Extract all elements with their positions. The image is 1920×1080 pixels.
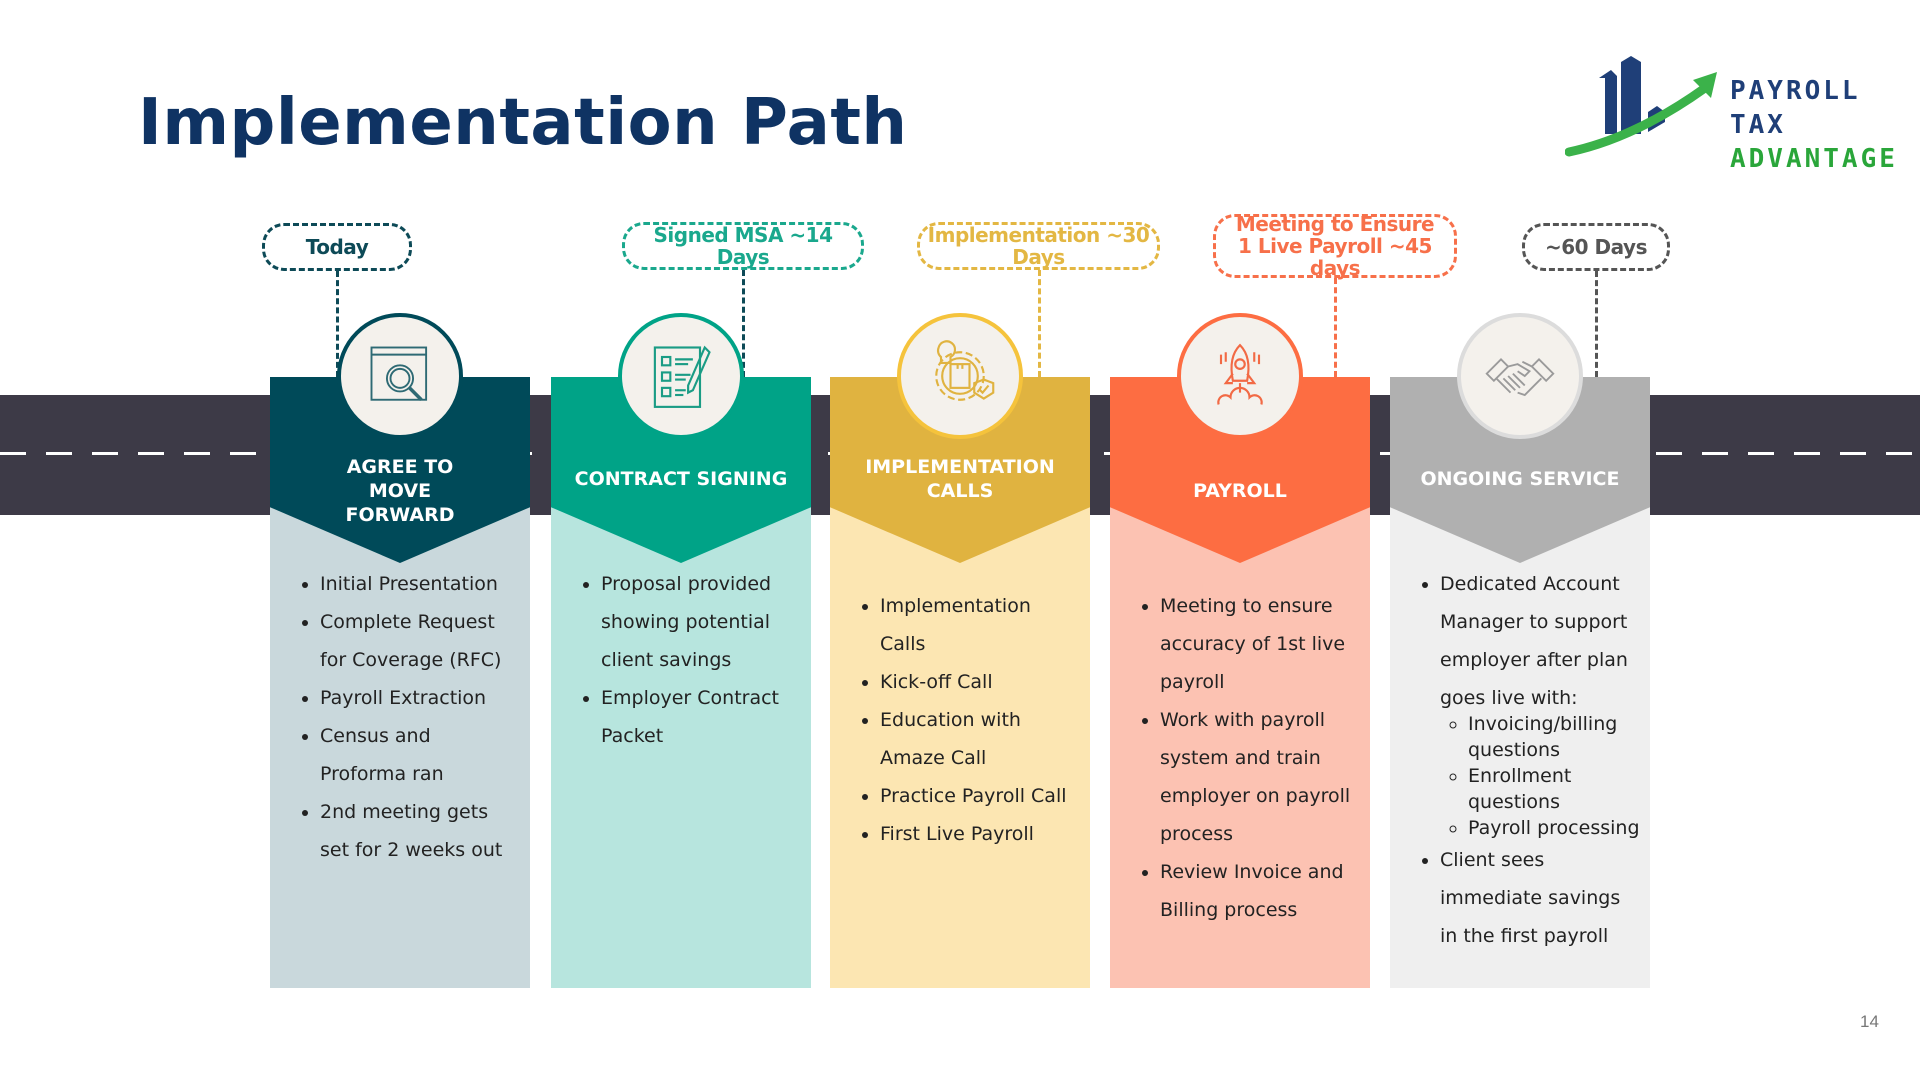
step-card-ongoing: ONGOING SERVICE Dedicated Account Manage… <box>1390 313 1650 988</box>
step-title: AGREE TO MOVE FORWARD <box>345 456 455 526</box>
milestone-connector-3 <box>1038 270 1041 377</box>
step-item: Education with Amaze Call <box>880 701 1080 777</box>
checklist-pen-icon <box>653 345 711 408</box>
step-body <box>551 507 811 988</box>
step-items: Meeting to ensure accuracy of 1st live p… <box>1138 587 1360 929</box>
milestone-connector-1 <box>336 271 339 377</box>
step-item: 2nd meeting gets set for 2 weeks out <box>320 793 520 869</box>
step-title: IMPLEMENTATION CALLS <box>865 456 1055 502</box>
step-icon-circle <box>897 313 1023 439</box>
step-item: Employer Contract Packet <box>601 679 791 755</box>
step-item: Client sees immediate savings in the fir… <box>1440 841 1640 955</box>
company-logo: PAYROLL TAX ADVANTAGE <box>1565 52 1905 174</box>
step-card-payroll: PAYROLL Meeting to ensure accuracy of 1s… <box>1110 313 1370 988</box>
step-items: Initial Presentation Complete Request fo… <box>298 565 520 869</box>
step-body <box>1390 507 1650 988</box>
milestone-label: Meeting to Ensure 1 Live Payroll ~45 day… <box>1235 212 1435 280</box>
step-subitem: Enrollment questions <box>1468 763 1640 815</box>
milestone-label: Signed MSA ~14 Days <box>653 223 834 269</box>
step-subitems-wrap: Invoicing/billing questions Enrollment q… <box>1438 711 1640 841</box>
browser-search-icon <box>370 346 428 402</box>
step-icon-circle <box>1177 313 1303 439</box>
milestone-badge-1: Today <box>262 223 412 271</box>
step-item: First Live Payroll <box>880 815 1080 853</box>
step-item: Complete Request for Coverage (RFC) <box>320 603 520 679</box>
step-item: Meeting to ensure accuracy of 1st live p… <box>1160 587 1360 701</box>
logo-line-2: ADVANTAGE <box>1730 144 1898 174</box>
step-title: CONTRACT SIGNING <box>574 468 788 490</box>
milestone-label: Today <box>305 235 369 259</box>
buildings-arrow-icon <box>1565 56 1717 157</box>
step-card-implementation: IMPLEMENTATION CALLS Implementation Call… <box>830 313 1090 988</box>
rocket-launch-icon <box>1217 343 1263 405</box>
milestone-connector-2 <box>742 270 745 377</box>
milestone-connector-5 <box>1595 271 1598 377</box>
step-card-contract: CONTRACT SIGNING Proposal provided showi… <box>551 313 811 988</box>
milestone-badge-5: ~60 Days <box>1522 223 1670 271</box>
milestone-label: Implementation ~30 Days <box>927 223 1150 269</box>
step-item: Implementation Calls <box>880 587 1080 663</box>
step-item: Proposal provided showing potential clie… <box>601 565 791 679</box>
step-item: Initial Presentation <box>320 565 520 603</box>
milestone-label: ~60 Days <box>1545 235 1647 259</box>
page-number: 14 <box>1860 1012 1879 1031</box>
milestone-badge-4: Meeting to Ensure 1 Live Payroll ~45 day… <box>1213 212 1457 280</box>
step-card-agree: AGREE TO MOVE FORWARD Initial Presentati… <box>270 313 530 988</box>
step-items: Proposal provided showing potential clie… <box>579 565 801 755</box>
handshake-icon <box>1485 358 1555 397</box>
step-item: Kick-off Call <box>880 663 1080 701</box>
step-item: Review Invoice and Billing process <box>1160 853 1360 929</box>
step-item: Dedicated Account Manager to support emp… <box>1440 565 1640 717</box>
step-body <box>830 507 1090 988</box>
step-icon-circle <box>618 313 744 439</box>
step-icon-circle <box>337 313 463 439</box>
step-body <box>270 507 530 988</box>
milestone-badge-2: Signed MSA ~14 Days <box>622 222 864 270</box>
step-item: Work with payroll system and train emplo… <box>1160 701 1360 853</box>
step-item: Census and Proforma ran <box>320 717 520 793</box>
gear-lightbulb-shield-icon <box>935 340 995 401</box>
step-items: Implementation Calls Kick-off Call Educa… <box>858 587 1080 853</box>
step-subitems: Invoicing/billing questions Enrollment q… <box>1438 711 1640 841</box>
milestone-connector-4 <box>1334 278 1337 377</box>
step-body <box>1110 507 1370 988</box>
milestone-badge-3: Implementation ~30 Days <box>917 222 1160 270</box>
step-icon-circle <box>1457 313 1583 439</box>
step-title: ONGOING SERVICE <box>1420 468 1620 490</box>
step-title: PAYROLL <box>1193 480 1287 502</box>
step-subitem: Invoicing/billing questions <box>1468 711 1640 763</box>
step-items: Dedicated Account Manager to support emp… <box>1418 565 1640 955</box>
logo-line-1: PAYROLL TAX <box>1730 76 1861 140</box>
page-title: Implementation Path <box>138 86 908 160</box>
step-item: Payroll Extraction <box>320 679 520 717</box>
step-item: Practice Payroll Call <box>880 777 1080 815</box>
step-subitem: Payroll processing <box>1468 815 1640 841</box>
